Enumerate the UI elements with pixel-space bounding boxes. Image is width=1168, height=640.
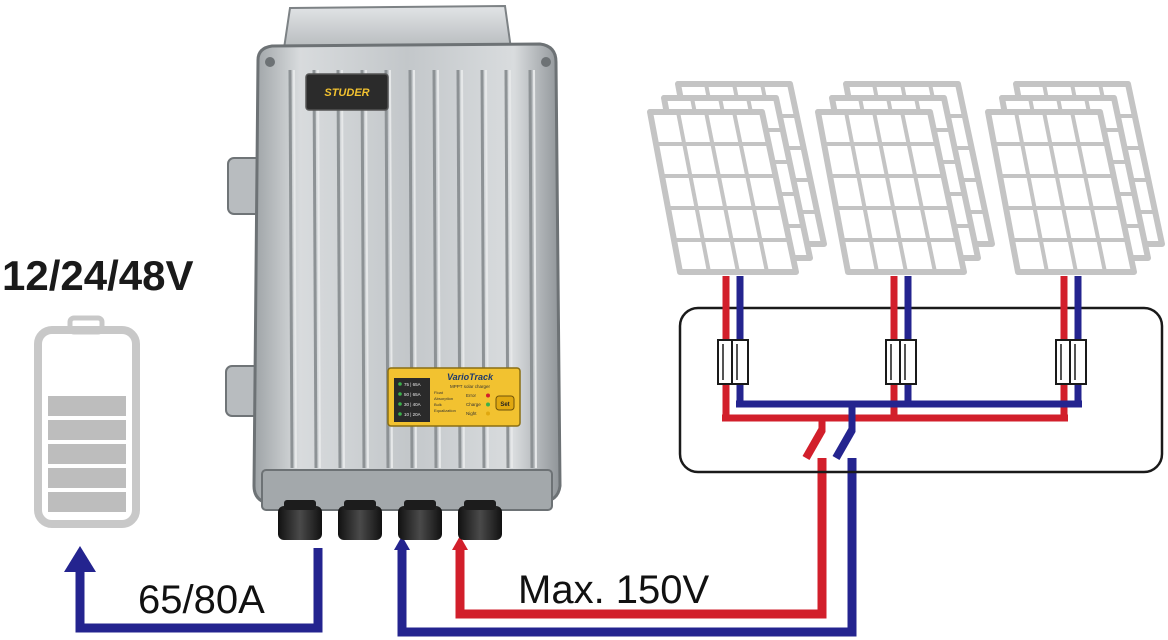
fin-highlight <box>293 69 297 469</box>
panel-group <box>647 81 827 275</box>
indicator-led <box>486 402 490 407</box>
battery-voltage-label: 12/24/48V <box>2 252 194 299</box>
device-body <box>252 42 562 506</box>
indicator-label: Charge <box>466 402 481 407</box>
scale-label: 30 | 40A <box>404 402 421 407</box>
solar-panel <box>815 109 967 275</box>
pv-positive-cable <box>455 458 827 619</box>
battery-segment <box>48 396 126 416</box>
fuse-holder <box>731 339 749 385</box>
fin-highlight <box>317 69 321 469</box>
pv-negative-cable <box>397 458 857 637</box>
pv-array <box>647 81 1165 275</box>
screw-top-right <box>541 57 551 67</box>
indicator-led <box>486 393 490 398</box>
fin-groove <box>360 69 366 469</box>
status-label: Equalization <box>434 408 456 413</box>
battery-cable <box>75 548 323 633</box>
control-panel: VarioTrack MPPT solar charger 75 | 65A 50… <box>387 367 521 427</box>
indicator-label: Error <box>466 393 477 398</box>
scale-label: 75 | 65A <box>404 382 421 387</box>
panel-subtitle: MPPT solar charger <box>450 384 490 389</box>
cable-gland <box>278 506 322 540</box>
cable-gland-nut <box>404 500 436 510</box>
pv-negative-arrowhead <box>394 536 410 550</box>
status-label: Absorption <box>434 396 453 401</box>
screw-top-left <box>265 57 275 67</box>
studer-logo-text: STUDER <box>324 87 369 99</box>
fin-highlight <box>341 69 345 469</box>
panel-title: VarioTrack <box>447 372 494 382</box>
scale-label: 50 | 65A <box>404 392 421 397</box>
current-label: 65/80A <box>138 578 265 622</box>
scale-led <box>398 382 402 386</box>
wiring <box>64 458 857 637</box>
panel-group <box>815 81 995 275</box>
battery-segment <box>48 444 126 464</box>
cable-gland-nut <box>344 500 376 510</box>
panel-group <box>985 81 1165 275</box>
set-button-label: Set <box>500 402 509 408</box>
fin-groove <box>312 69 318 469</box>
string-fuses <box>717 339 1087 385</box>
cable-gland-nut <box>284 500 316 510</box>
cable-gland <box>338 506 382 540</box>
solar-panel <box>647 109 799 275</box>
fin-groove <box>528 69 534 469</box>
indicator-led <box>486 411 490 416</box>
fin-groove <box>336 69 342 469</box>
fin-groove <box>288 69 294 469</box>
fin-highlight <box>365 69 369 469</box>
current-scale: 75 | 65A 50 | 65A 30 | 40A 10 | 20A <box>398 382 421 417</box>
solar-panel <box>985 109 1137 275</box>
main-disconnect-switch <box>802 428 856 460</box>
battery-body <box>34 326 140 528</box>
scale-led <box>398 402 402 406</box>
junction-box-outline <box>678 306 1164 474</box>
max-voltage-label: Max. 150V <box>518 568 710 612</box>
fuse-holder <box>899 339 917 385</box>
pv-positive-arrowhead <box>452 536 468 550</box>
cable-gland-nut <box>464 500 496 510</box>
set-button[interactable] <box>495 395 515 411</box>
scale-label: 10 | 20A <box>404 412 421 417</box>
battery-arrowhead <box>64 546 96 572</box>
studer-logo-badge <box>305 73 389 111</box>
battery-charge-segments <box>48 396 126 512</box>
battery <box>34 315 140 528</box>
battery-segment <box>48 468 126 488</box>
variotrack-device: STUDER VarioTrack MPPT solar charger 75 … <box>225 4 562 540</box>
fin-highlight <box>533 69 537 469</box>
battery-segment <box>48 492 126 512</box>
pv-junction-box <box>678 276 1164 474</box>
battery-segment <box>48 420 126 440</box>
status-label: Bulk <box>434 402 442 407</box>
indicator-label: Night <box>466 411 477 416</box>
scale-led <box>398 392 402 396</box>
fuse-holder <box>1069 339 1087 385</box>
cable-gland <box>398 506 442 540</box>
scale-led <box>398 412 402 416</box>
cable-glands <box>278 500 502 540</box>
cable-gland <box>458 506 502 540</box>
status-label: Float <box>434 390 444 395</box>
